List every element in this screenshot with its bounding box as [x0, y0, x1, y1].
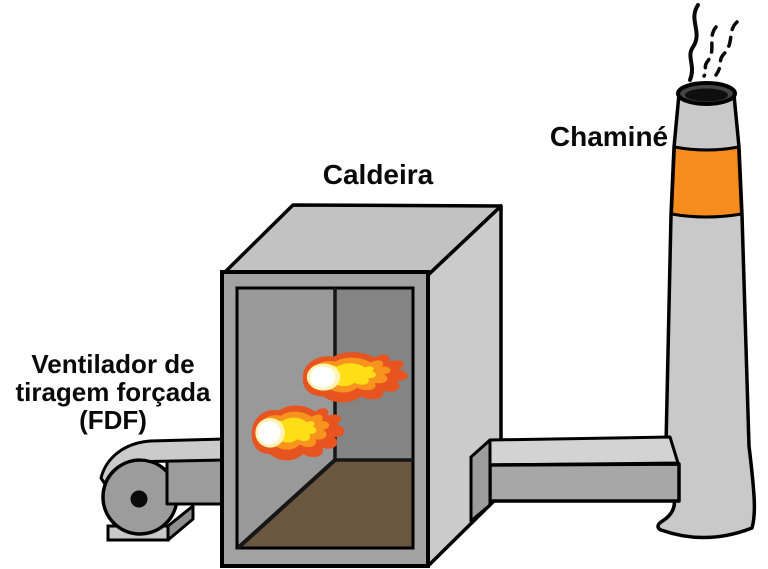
boiler-outer-shell: [220, 203, 681, 568]
fan-scroll-band: [99, 437, 227, 486]
boiler-front: [220, 270, 430, 568]
smoke-line-dashed-mid: [702, 25, 718, 78]
fan-discharge-duct: [165, 458, 227, 506]
furnace-floor: [239, 460, 412, 547]
fan-hub-dot: [130, 490, 148, 508]
furnace-floor-left-edge: [237, 458, 337, 549]
flue-duct-top-face: [488, 435, 680, 467]
fan-label: Ventilador de tiragem forçada (FDF): [0, 350, 228, 434]
chimney-label: Chaminé: [549, 121, 669, 152]
fan-label-line3: (FDF): [79, 405, 147, 435]
chimney: [656, 3, 757, 540]
smoke-line-dashed-right: [714, 20, 739, 77]
chimney-opening-hole: [685, 88, 728, 102]
boiler-label: Caldeira: [322, 159, 434, 190]
flue-duct-front-face: [488, 462, 681, 503]
fdf-fan: [99, 437, 227, 542]
smoke-icon: [688, 3, 739, 82]
chimney-orange-band: [670, 145, 743, 219]
smoke-line-solid: [688, 3, 700, 82]
fan-label-line2: tiragem forçada: [15, 377, 211, 407]
flue-duct-flange: [469, 438, 492, 523]
flue-duct-to-chimney: [469, 435, 681, 523]
fan-label-line1: Ventilador de: [31, 349, 195, 379]
